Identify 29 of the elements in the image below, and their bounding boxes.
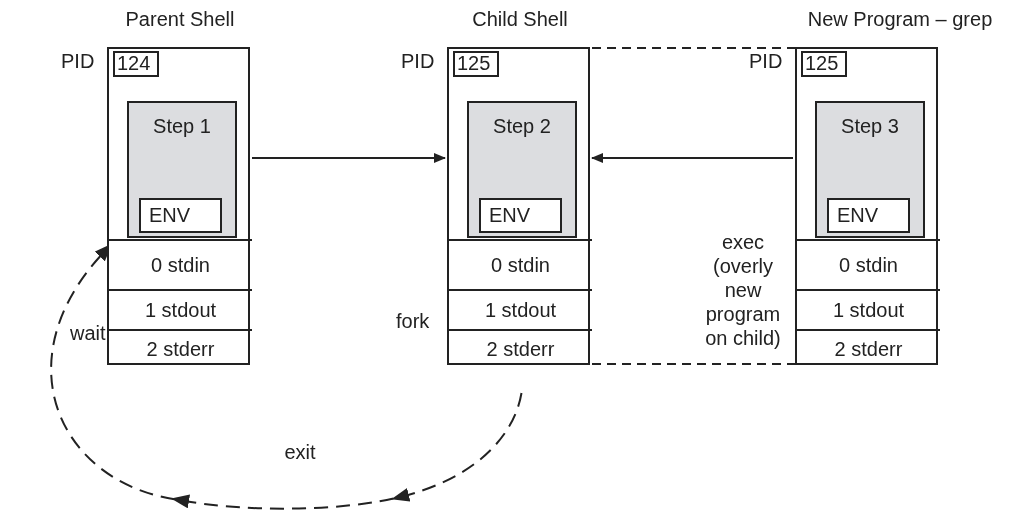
panel-heading: Parent Shell xyxy=(124,8,236,31)
pid-box: 125 xyxy=(801,51,847,77)
pid-box: 125 xyxy=(453,51,499,77)
dashed-arrow xyxy=(50,246,523,510)
env-box: ENV xyxy=(139,198,222,233)
env-box: ENV xyxy=(827,198,910,233)
file-descriptor-row: 1 stdout xyxy=(449,289,592,329)
panel-heading: New Program – grep xyxy=(806,8,994,31)
file-descriptor-row: 2 stderr xyxy=(109,329,252,367)
file-descriptor-row: 0 stdin xyxy=(109,239,252,289)
arrow xyxy=(591,153,794,163)
arrow xyxy=(251,153,446,163)
side-label: fork xyxy=(396,310,430,333)
panel-heading: Child Shell xyxy=(471,8,569,31)
program-box: Step 2 ENV xyxy=(467,101,577,238)
env-box: ENV xyxy=(479,198,562,233)
file-descriptor-row: 1 stdout xyxy=(797,289,940,329)
file-descriptor-row: 0 stdin xyxy=(449,239,592,289)
file-descriptor-row: 2 stderr xyxy=(797,329,940,367)
pid-box: 124 xyxy=(113,51,159,77)
file-descriptor-row: 0 stdin xyxy=(797,239,940,289)
side-label: PID xyxy=(61,50,95,73)
side-label: PID xyxy=(749,50,783,73)
program-box: Step 1 ENV xyxy=(127,101,237,238)
file-descriptor-row: 2 stderr xyxy=(449,329,592,367)
program-box: Step 3 ENV xyxy=(815,101,925,238)
file-descriptor-row: 1 stdout xyxy=(109,289,252,329)
side-label: PID xyxy=(401,50,435,73)
side-label: wait xyxy=(70,322,106,345)
